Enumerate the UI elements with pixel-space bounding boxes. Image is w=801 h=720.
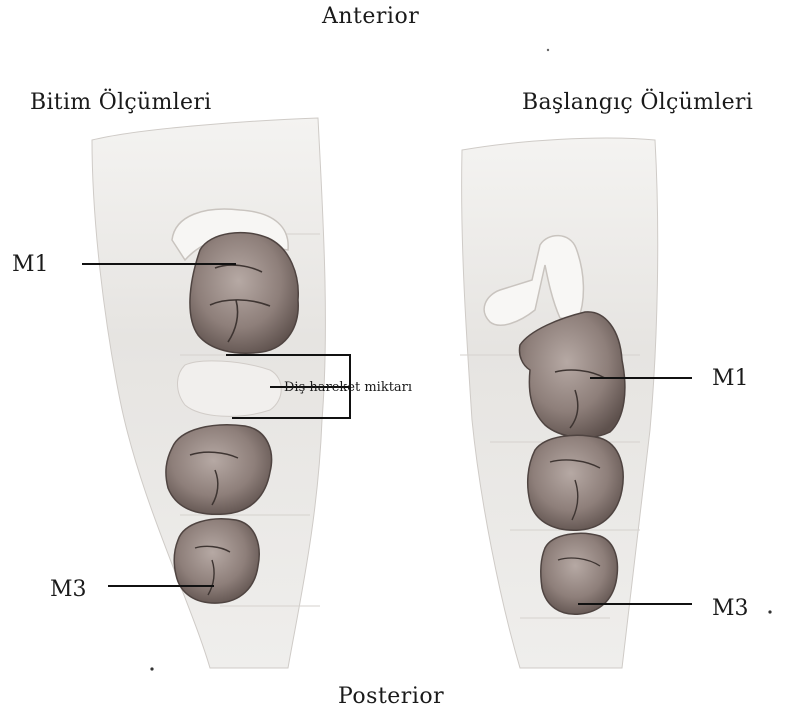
left-m2-tooth — [166, 425, 272, 514]
left-m1-label: M1 — [12, 252, 49, 277]
right-m3-tooth — [541, 533, 618, 614]
movement-label: Diş hareket miktarı — [284, 380, 412, 395]
left-m3-label: M3 — [50, 577, 87, 602]
left-m3-tooth — [174, 519, 259, 603]
left-header: Bitim Ölçümleri — [30, 90, 211, 115]
right-m3-label: M3 — [712, 596, 749, 621]
left-m1-tooth — [190, 233, 298, 354]
anterior-label: Anterior — [322, 4, 419, 29]
posterior-label: Posterior — [338, 684, 444, 709]
right-header: Başlangıç Ölçümleri — [522, 90, 753, 115]
left-root-sketch — [178, 361, 282, 416]
right-m1-label: M1 — [712, 366, 749, 391]
